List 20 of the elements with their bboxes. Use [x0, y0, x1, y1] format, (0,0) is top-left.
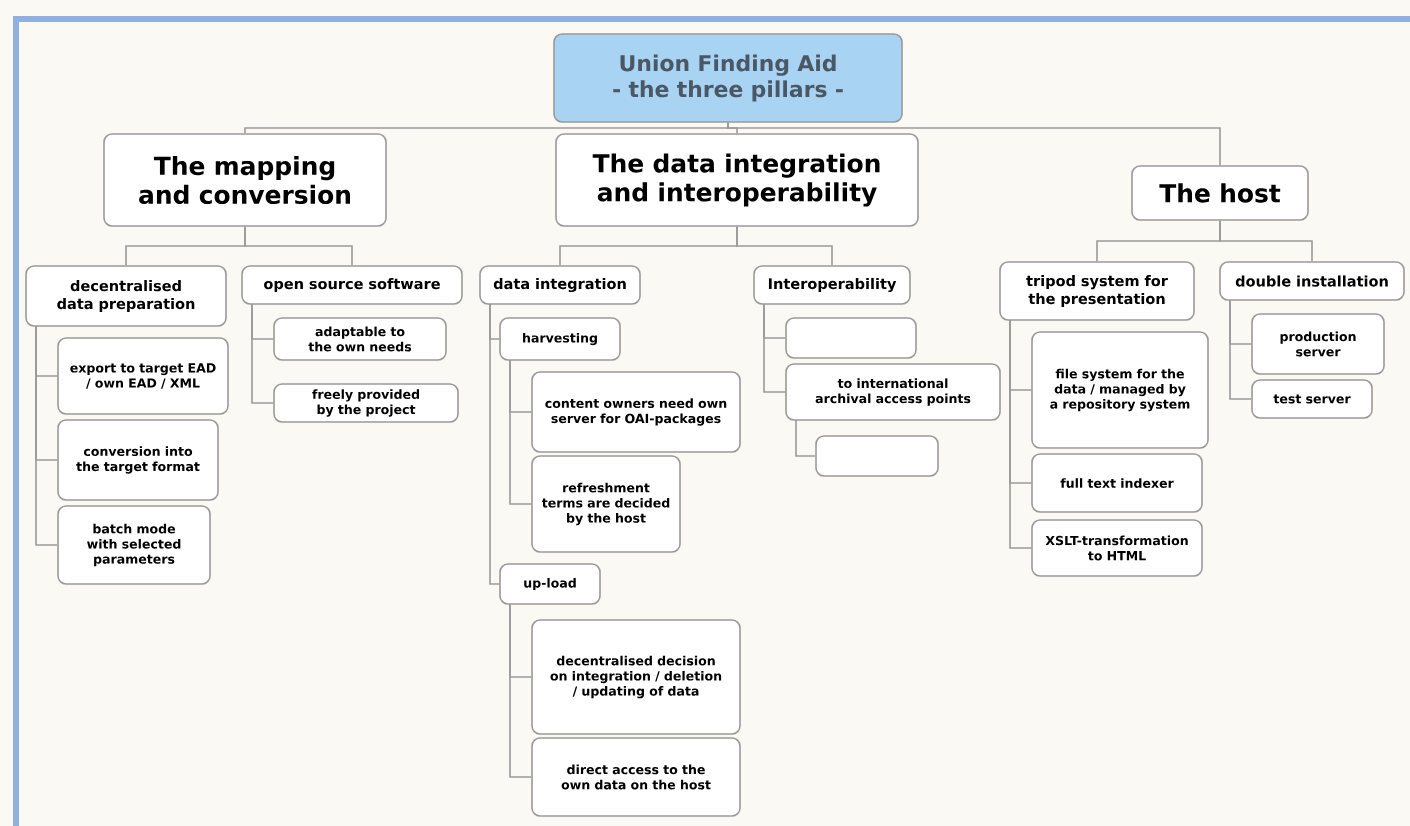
connector-line: [727, 122, 1221, 166]
connector-line: [1219, 220, 1313, 262]
empty-box: [785, 317, 917, 359]
pillar-box: The host: [1131, 165, 1309, 221]
title-box: Union Finding Aid - the three pillars -: [553, 33, 903, 123]
pillar-box: The mapping and conversion: [103, 133, 387, 227]
connector-line: [244, 226, 353, 266]
connector-line: [251, 303, 274, 404]
pillar-box: The data integration and interoperability: [555, 133, 919, 227]
empty-box: [815, 435, 939, 477]
connector-line: [795, 419, 816, 457]
connector-line: [244, 122, 729, 134]
connector-line: [509, 359, 532, 505]
connector-line: [489, 303, 500, 585]
connector-line: [1229, 299, 1252, 400]
connector-line: [763, 303, 786, 393]
connector-line: [1009, 319, 1032, 549]
connector-line: [736, 226, 833, 266]
connector-line: [509, 603, 532, 778]
connector-line: [35, 325, 58, 546]
